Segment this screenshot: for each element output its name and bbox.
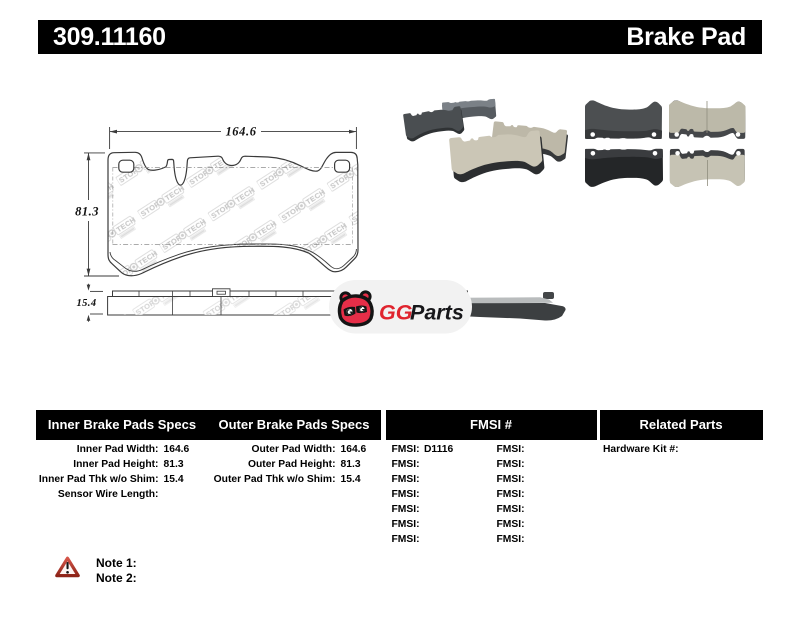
svg-text:15.4: 15.4: [77, 298, 97, 309]
svg-text:81.3: 81.3: [75, 205, 99, 219]
svg-text:164.6: 164.6: [225, 125, 256, 139]
svg-text:Parts: Parts: [410, 301, 464, 325]
svg-text:GG: GG: [379, 301, 413, 325]
